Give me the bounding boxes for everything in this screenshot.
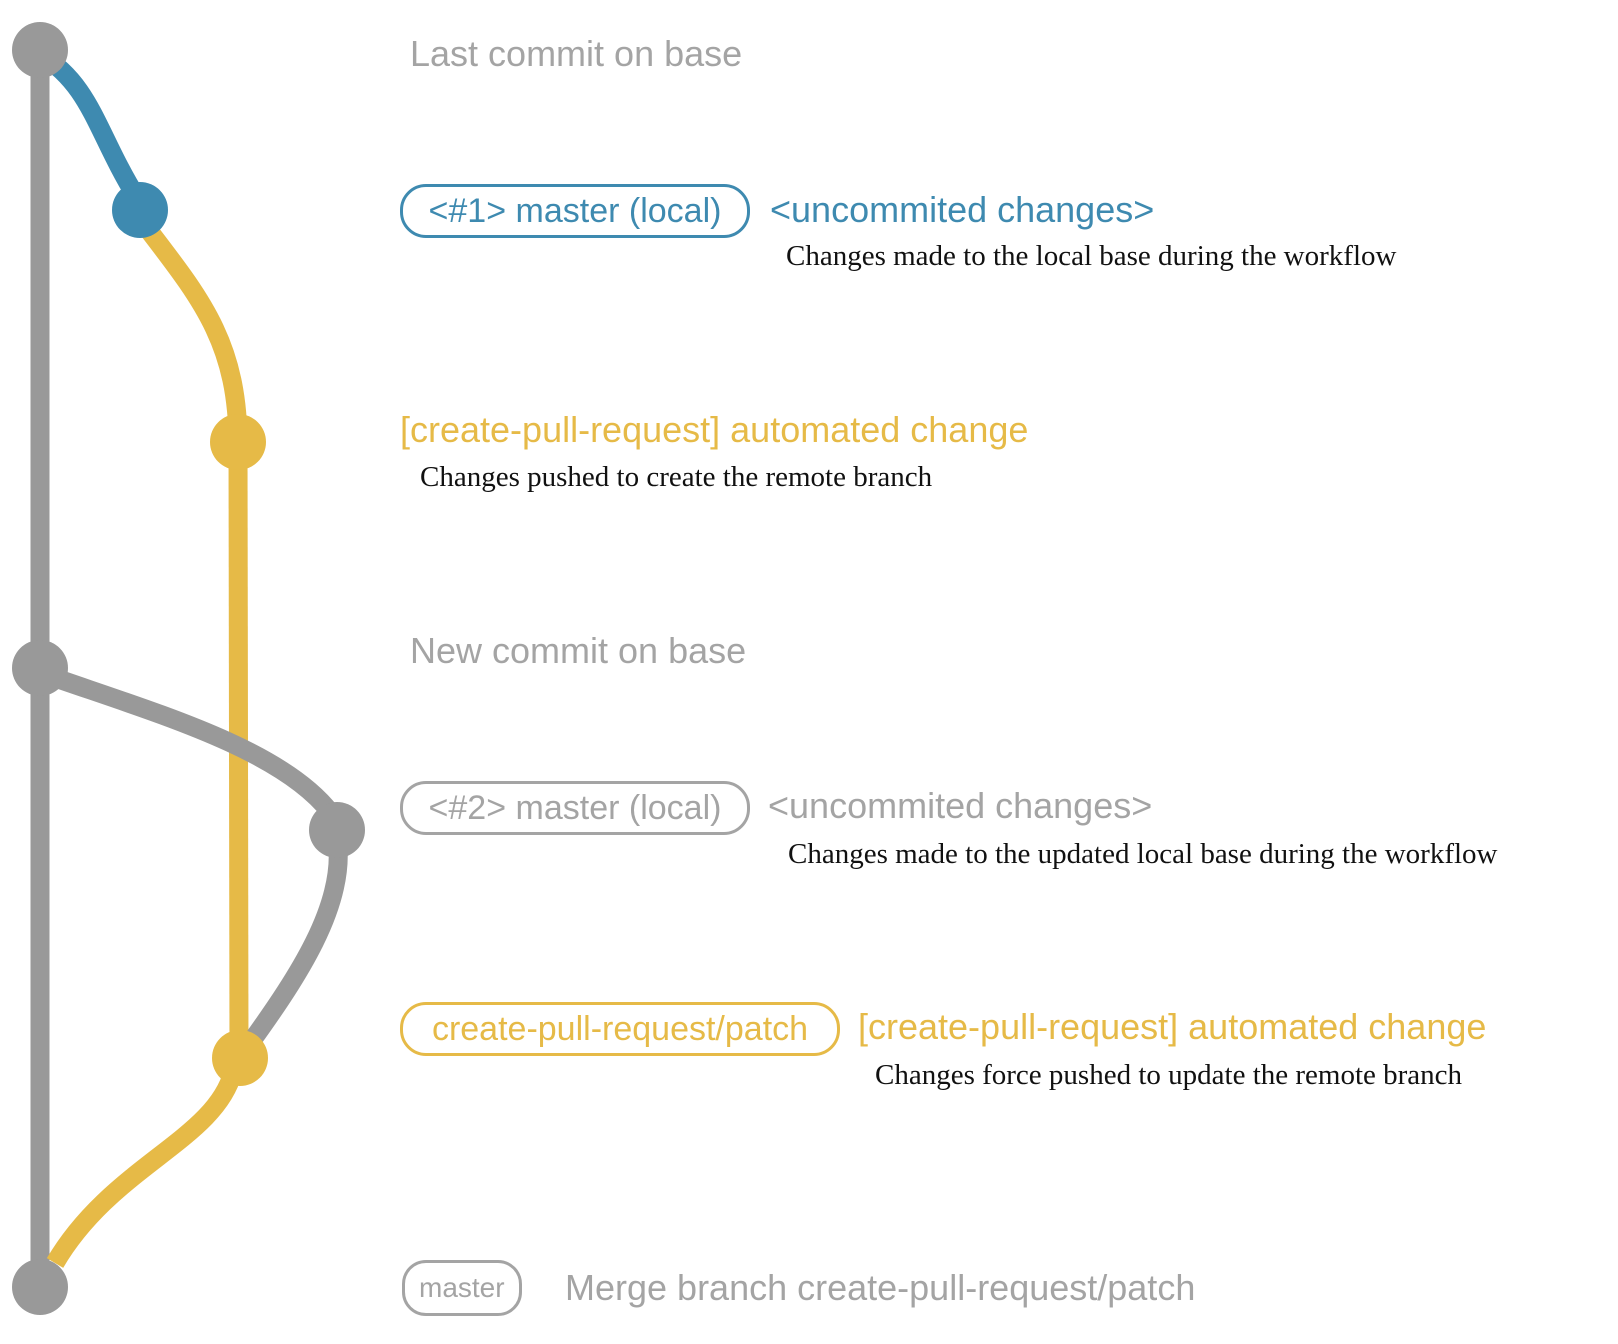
caption-local-changes-1: Changes made to the local base during th… [786, 240, 1397, 272]
commit-node-remote-2 [212, 1030, 268, 1086]
commit-node-last-base [12, 22, 68, 78]
commit-node-merge [12, 1259, 68, 1315]
caption-force-pushed-update-remote: Changes force pushed to update the remot… [875, 1059, 1463, 1091]
badge-master-local-2: <#2> master (local) [400, 781, 750, 835]
merge-curve [46, 1069, 243, 1268]
commit-graph [12, 22, 365, 1315]
local-branch-1-curve [34, 45, 146, 204]
label-last-commit-on-base: Last commit on base [410, 33, 743, 74]
title-automated-change-2: [create-pull-request] automated change [858, 1006, 1487, 1047]
force-push-curve [243, 847, 348, 1048]
badge-master: master [402, 1260, 522, 1316]
label-merge-branch: Merge branch create-pull-request/patch [565, 1267, 1196, 1308]
commit-node-new-base [12, 640, 68, 696]
title-uncommitted-changes-2: <uncommited changes> [768, 785, 1153, 826]
commit-node-remote-1 [210, 414, 266, 470]
local-branch-2-curve [40, 665, 338, 819]
commit-node-local-2 [309, 802, 365, 858]
patch-branch-create-curve [139, 222, 248, 445]
label-new-commit-on-base: New commit on base [410, 630, 747, 671]
title-uncommitted-changes-1: <uncommited changes> [770, 189, 1155, 230]
title-automated-change-1: [create-pull-request] automated change [400, 409, 1029, 450]
caption-pushed-create-remote: Changes pushed to create the remote bran… [420, 461, 933, 493]
badge-create-pull-request-patch: create-pull-request/patch [400, 1002, 840, 1056]
caption-local-changes-2: Changes made to the updated local base d… [788, 838, 1498, 870]
commit-node-local-1 [112, 182, 168, 238]
badge-master-local-1: <#1> master (local) [400, 184, 750, 238]
